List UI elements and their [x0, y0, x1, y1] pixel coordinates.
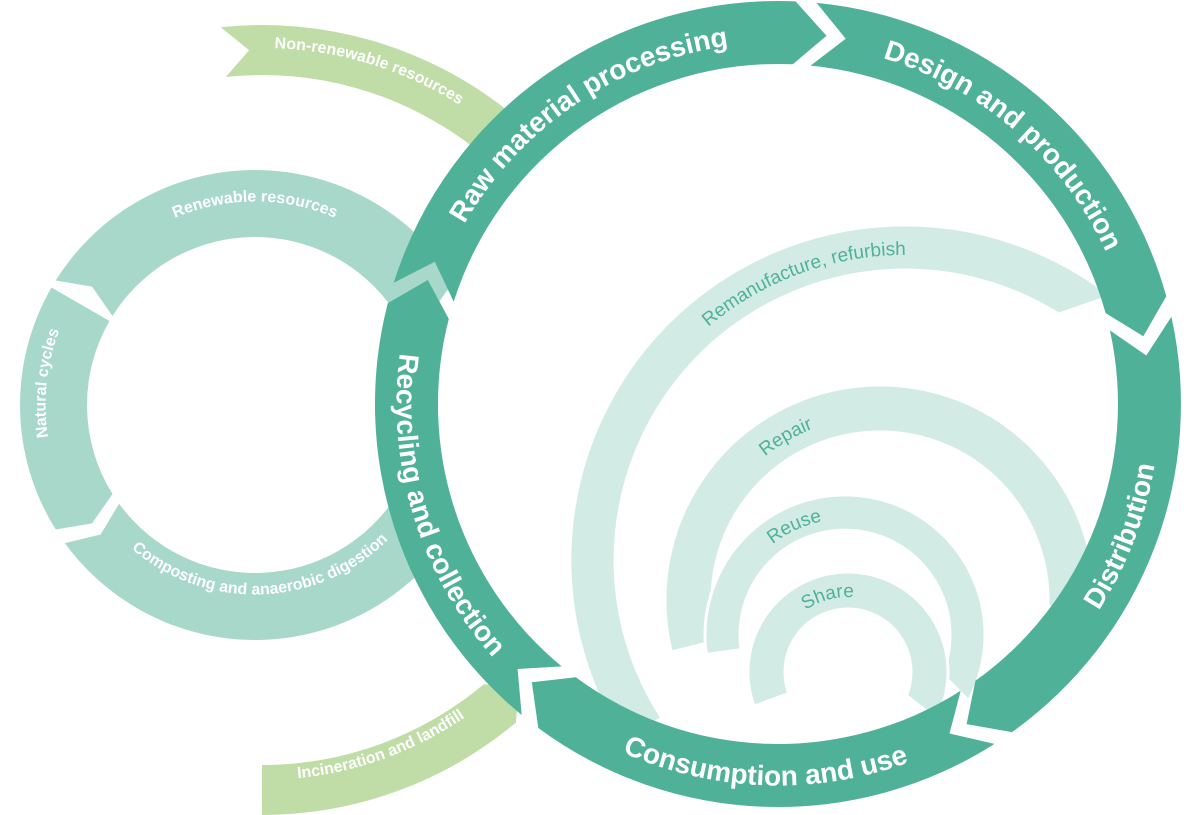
inner-loops: [568, 223, 1115, 745]
distribution-segment: [966, 316, 1181, 733]
consumption-use-segment: [531, 677, 995, 808]
natural-cycle-ring: [20, 170, 455, 640]
main-cycle-ring: [374, 1, 1181, 808]
renewable-resources-segment: [55, 170, 455, 316]
recycling-collection-segment: [374, 280, 562, 715]
share-loop: [746, 570, 950, 722]
resource-flows: [220, 25, 519, 815]
composting-segment: [64, 494, 455, 640]
incineration-landfill-arc: [262, 684, 519, 815]
design-production-segment: [810, 2, 1167, 337]
raw-material-processing-segment: [393, 1, 827, 302]
natural-cycles-segment: [20, 287, 113, 530]
non-renewable-resources-arc: [220, 25, 506, 149]
